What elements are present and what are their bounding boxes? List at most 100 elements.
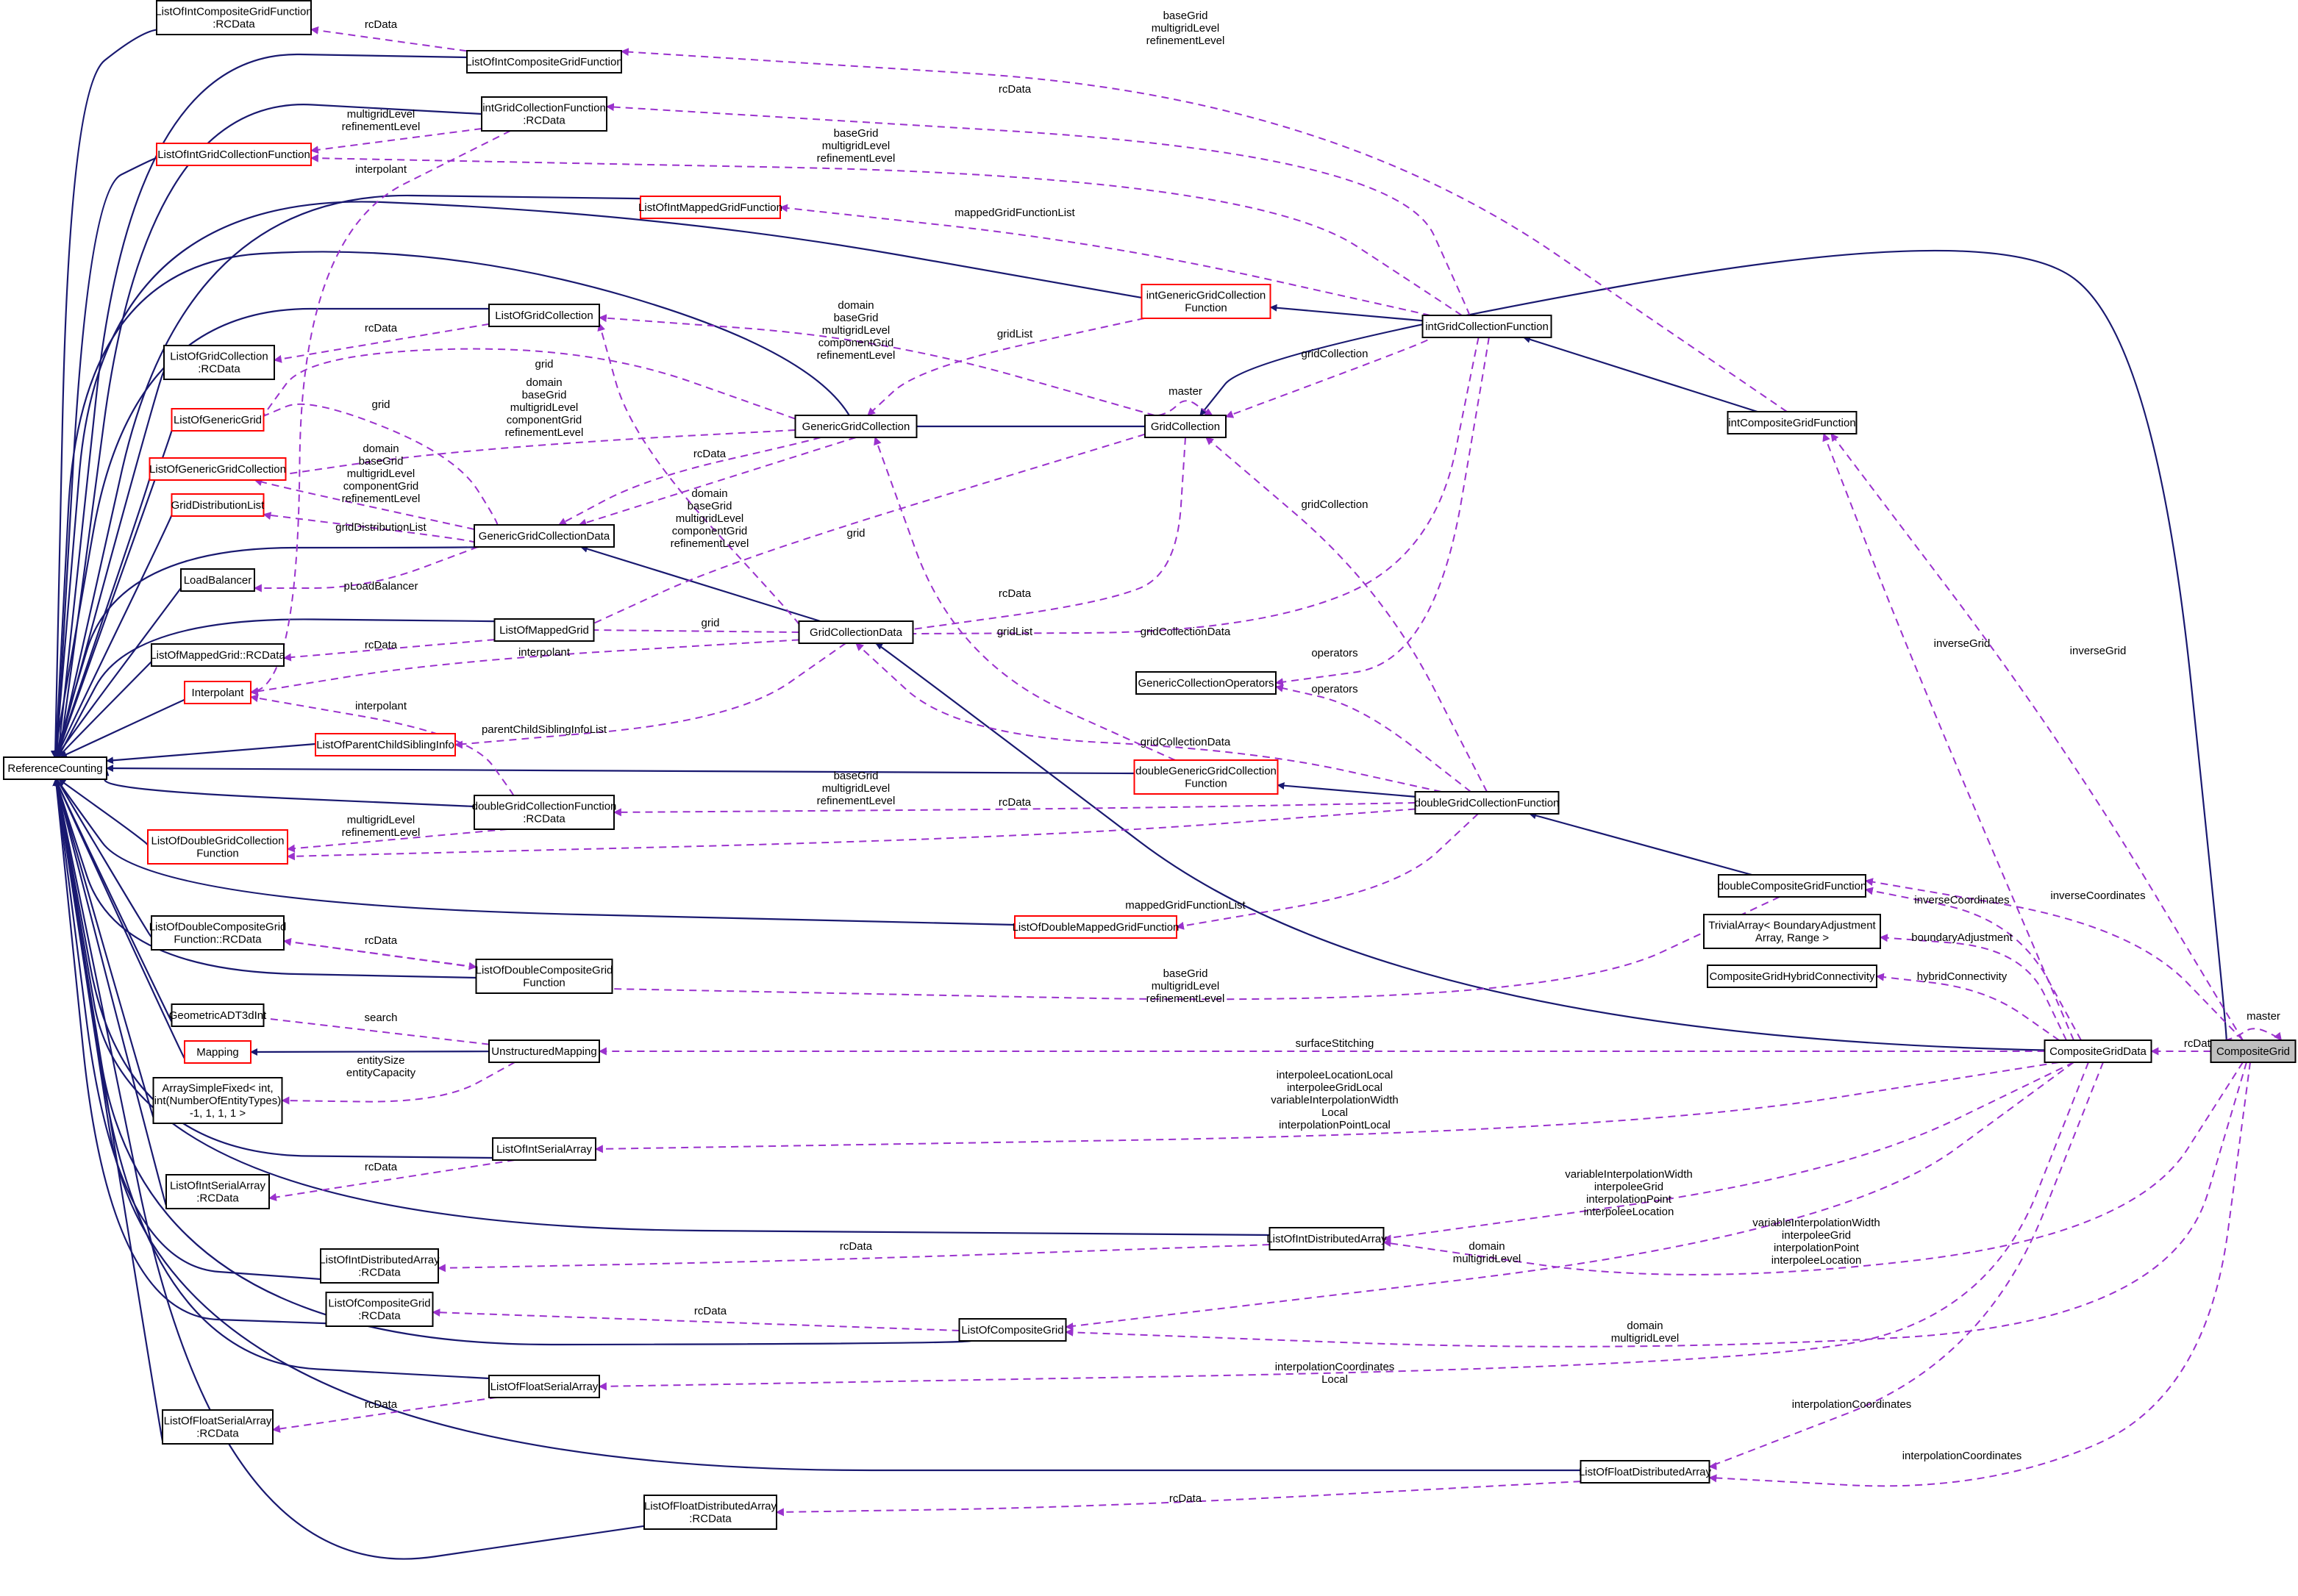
edge-label-line: rcData [840, 1240, 873, 1253]
class-node-doubleGridCollectionFunction[interactable]: doubleGridCollectionFunction [1414, 791, 1560, 815]
class-node-ListOfGenericGridCollection[interactable]: ListOfGenericGridCollection [149, 457, 287, 481]
edge-label-line: multigridLevel [1152, 980, 1220, 992]
class-node-label-line: ListOfIntDistributedArray [319, 1254, 440, 1267]
edge-label-operators_2: operators [1311, 683, 1357, 695]
class-node-GridDistributionList[interactable]: GridDistributionList [171, 493, 265, 517]
class-node-ListOfCompositeGrid_RCData[interactable]: ListOfCompositeGrid:RCData [325, 1292, 434, 1327]
class-node-Interpolant[interactable]: Interpolant [184, 681, 251, 704]
inheritance-edge-GenericGridCollection-to-ReferenceCounting [52, 251, 850, 758]
class-node-label-line: CompositeGridData [2049, 1045, 2147, 1058]
class-node-ListOfParentChildSiblingInfo[interactable]: ListOfParentChildSiblingInfo [315, 733, 456, 756]
class-node-ListOfDoubleMappedGridFunction[interactable]: ListOfDoubleMappedGridFunction [1013, 915, 1180, 939]
class-node-ListOfGenericGrid[interactable]: ListOfGenericGrid [171, 408, 265, 432]
class-node-CompositeGrid[interactable]: CompositeGrid [2210, 1039, 2297, 1063]
edge-label-line: multigridLevel [822, 324, 891, 337]
edge-label-line: mappedGridFunctionList [954, 207, 1075, 219]
edge-label-line: refinementLevel [342, 493, 421, 505]
class-node-intCompositeGridFunction[interactable]: intCompositeGridFunction [1727, 411, 1858, 434]
usage-edge-doubleGridCollectionFunction-to-GridCollection [1205, 437, 1488, 792]
usage-edge-CompositeGridData-to-ListOfIntSerialArray [594, 1062, 2060, 1153]
class-node-LoadBalancer[interactable]: LoadBalancer [180, 568, 255, 592]
class-node-label: ListOfFloatSerialArray [490, 1381, 599, 1393]
class-node-intGridCollectionFunction_RCData[interactable]: intGridCollectionFunction:RCData [481, 96, 607, 132]
class-node-label-line: :RCData [213, 18, 255, 31]
class-node-ListOfFloatDistributedArray[interactable]: ListOfFloatDistributedArray [1579, 1460, 1712, 1484]
class-node-label: ListOfGridCollection:RCData [170, 351, 268, 376]
class-node-ListOfIntSerialArray[interactable]: ListOfIntSerialArray [492, 1137, 596, 1161]
class-node-CompositeGridData[interactable]: CompositeGridData [2044, 1039, 2152, 1063]
usage-edge-UnstructuredMapping-to-GeometricADT3dInt [256, 1014, 490, 1045]
class-node-label-line: ListOfDoubleGridCollection [151, 835, 285, 848]
class-node-label-line: intGenericGridCollection [1146, 290, 1266, 302]
class-node-label: CompositeGridHybridConnectivity [1709, 970, 1875, 983]
class-node-box [1014, 915, 1177, 939]
class-node-ListOfFloatSerialArray_RCData[interactable]: ListOfFloatSerialArray:RCData [162, 1409, 274, 1445]
class-node-ListOfFloatSerialArray[interactable]: ListOfFloatSerialArray [488, 1375, 600, 1398]
edge-label-line: rcData [2184, 1037, 2217, 1050]
edge-label-line: multigridLevel [822, 782, 891, 795]
class-node-box [493, 618, 595, 642]
class-node-doubleGridCollectionFunction_RCData[interactable]: doubleGridCollectionFunction:RCData [472, 795, 617, 830]
inheritance-edge-Mapping-to-ReferenceCounting [52, 779, 186, 1059]
class-node-ListOfIntDistributedArray[interactable]: ListOfIntDistributedArray [1266, 1227, 1387, 1250]
class-node-GridCollectionData[interactable]: GridCollectionData [798, 620, 914, 644]
class-node-ArraySimpleFixed[interactable]: ArraySimpleFixed< int,int(NumberOfEntity… [152, 1077, 283, 1124]
class-node-GridCollection[interactable]: GridCollection [1144, 415, 1227, 438]
class-node-ListOfGridCollection[interactable]: ListOfGridCollection [488, 304, 600, 327]
edge-label-line: mappedGridFunctionList [1125, 899, 1246, 912]
usage-edge-CompositeGridData-to-ListOfFloatDistributedArray [1708, 1062, 2104, 1470]
class-node-ListOfIntDistributedArray_RCData[interactable]: ListOfIntDistributedArray:RCData [319, 1248, 440, 1284]
class-node-GenericCollectionOperators[interactable]: GenericCollectionOperators [1135, 671, 1277, 695]
class-node-ListOfMappedGrid[interactable]: ListOfMappedGrid [493, 618, 595, 642]
class-node-ListOfIntMappedGridFunction[interactable]: ListOfIntMappedGridFunction [638, 196, 782, 219]
class-node-ListOfIntCompositeGridFunction_RCData[interactable]: ListOfIntCompositeGridFunction:RCData [155, 0, 313, 35]
usage-edge-doubleGridCollectionFunction-to-GenericCollectionOperators [1274, 684, 1471, 792]
class-node-label: LoadBalancer [184, 574, 252, 587]
class-node-GenericGridCollectionData[interactable]: GenericGridCollectionData [474, 524, 615, 548]
class-node-label-line: GenericGridCollection [802, 421, 910, 433]
class-node-doubleCompositeGridFunction[interactable]: doubleCompositeGridFunction [1718, 874, 1867, 898]
class-node-CompositeGridHybridConnectivity[interactable]: CompositeGridHybridConnectivity [1707, 965, 1877, 988]
class-node-ListOfCompositeGrid[interactable]: ListOfCompositeGrid [958, 1318, 1067, 1342]
class-node-GenericGridCollection[interactable]: GenericGridCollection [794, 415, 918, 438]
class-node-label: GridCollectionData [810, 626, 903, 639]
edge-label-line: domain [526, 376, 562, 389]
class-node-ReferenceCounting[interactable]: ReferenceCounting [3, 756, 107, 780]
class-node-label-line: GenericCollectionOperators [1138, 677, 1274, 690]
edge-label-gridCollection_1: gridCollection [1302, 348, 1369, 360]
class-node-box [2210, 1039, 2297, 1063]
class-node-label-line: :RCData [523, 115, 565, 127]
class-node-ListOfIntSerialArray_RCData[interactable]: ListOfIntSerialArray:RCData [165, 1174, 270, 1209]
edge-label-grid_1: grid [535, 358, 553, 371]
class-node-ListOfFloatDistributedArray_RCData[interactable]: ListOfFloatDistributedArray:RCData [643, 1495, 777, 1530]
class-node-intGridCollectionFunction[interactable]: intGridCollectionFunction [1421, 315, 1552, 338]
inheritance-edge-intCompositeGridFunction-to-intGridCollectionFunction [1523, 335, 1758, 413]
class-node-label: ListOfIntDistributedArray [1266, 1233, 1387, 1245]
class-node-Mapping[interactable]: Mapping [184, 1040, 251, 1064]
edge-label-line: domain [691, 487, 727, 500]
class-node-ListOfIntGridCollectionFunction[interactable]: ListOfIntGridCollectionFunction [156, 143, 312, 166]
class-node-box [184, 681, 251, 704]
class-node-GeometricADT3dInt[interactable]: GeometricADT3dInt [169, 1003, 267, 1027]
class-node-UnstructuredMapping[interactable]: UnstructuredMapping [488, 1039, 600, 1063]
class-node-box [488, 1375, 600, 1398]
class-node-label-line: ListOfDoubleCompositeGrid [149, 921, 287, 934]
edge-label-line: interpolant [355, 163, 407, 176]
class-node-label-line: GridCollection [1151, 421, 1220, 433]
class-node-ListOfGridCollection_RCData[interactable]: ListOfGridCollection:RCData [163, 345, 275, 380]
edge-label-line: interpolant [518, 646, 571, 659]
edge-label-line: baseGrid [1163, 10, 1208, 22]
class-node-ListOfIntCompositeGridFunction[interactable]: ListOfIntCompositeGridFunction [465, 50, 623, 74]
class-node-ListOfMappedGrid_RCData[interactable]: ListOfMappedGrid::RCData [150, 643, 285, 667]
inheritance-edge-ListOfCompositeGrid_RCData-to-ReferenceCounting [52, 779, 327, 1325]
